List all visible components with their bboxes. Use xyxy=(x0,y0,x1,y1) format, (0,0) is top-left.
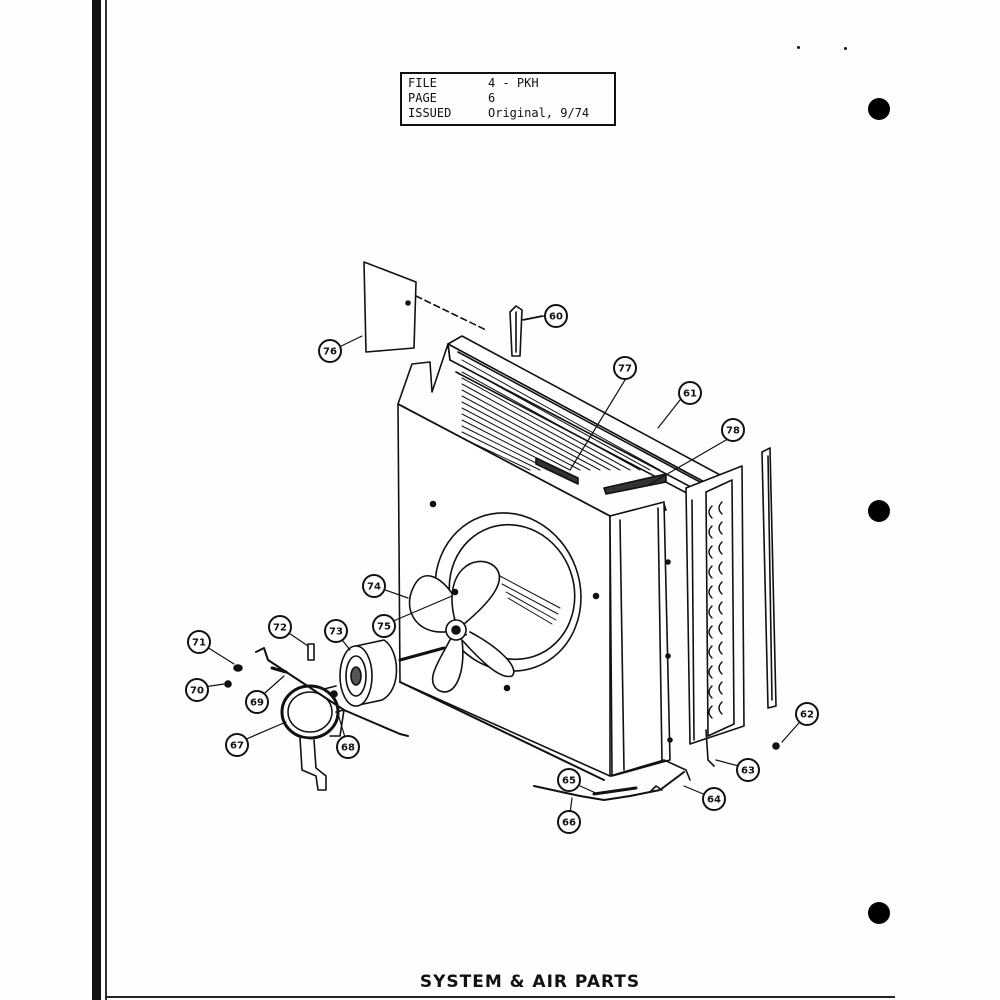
callouts xyxy=(185,304,819,834)
callout-62 xyxy=(795,702,819,726)
callout-74 xyxy=(362,574,386,598)
callout-64 xyxy=(702,787,726,811)
callout-77-label: 77 xyxy=(618,364,632,375)
callout-68 xyxy=(336,735,360,759)
punch-hole-bottom xyxy=(868,902,890,924)
speck xyxy=(797,46,800,49)
page-row: PAGE 6 xyxy=(408,91,614,106)
callout-63-label: 63 xyxy=(741,766,755,777)
callout-71 xyxy=(187,630,211,654)
callout-75-label: 75 xyxy=(377,622,391,633)
issued-value: Original, 9/74 xyxy=(488,106,590,120)
binding-edge xyxy=(92,0,101,1000)
panel-part-76 xyxy=(363,261,487,353)
callout-70-label: 70 xyxy=(190,686,204,697)
callout-61-label: 61 xyxy=(683,389,697,400)
issued-row: ISSUED Original, 9/74 xyxy=(408,106,614,121)
callout-60-top xyxy=(544,304,568,328)
callout-65 xyxy=(557,768,581,792)
motor-mount-67 xyxy=(255,647,409,791)
callout-61 xyxy=(678,381,702,405)
callout-67-label: 67 xyxy=(230,741,244,752)
callout-76-label: 76 xyxy=(323,347,337,358)
binding-edge-line xyxy=(105,0,107,1000)
callout-62-label: 62 xyxy=(800,710,814,721)
callout-73-label: 73 xyxy=(329,627,343,638)
callout-70 xyxy=(185,678,209,702)
base-tubing xyxy=(399,681,780,801)
callout-65-label: 65 xyxy=(562,776,576,787)
bracket-78 xyxy=(603,473,667,495)
callout-64-label: 64 xyxy=(707,795,721,806)
callout-63 xyxy=(736,758,760,782)
page-value: 6 xyxy=(488,91,496,105)
bracket-77 xyxy=(535,457,579,485)
fan-motor-73 xyxy=(319,639,446,707)
file-label: FILE xyxy=(408,76,437,90)
bottom-rule xyxy=(105,996,895,998)
callout-66-label: 66 xyxy=(562,818,576,829)
callout-72-label: 72 xyxy=(273,623,287,634)
callout-60-label: 60 xyxy=(549,312,563,323)
punch-hole-middle xyxy=(868,500,890,522)
callout-77 xyxy=(613,356,637,380)
punch-hole-top xyxy=(868,98,890,120)
rod-part-60 xyxy=(509,305,543,357)
callout-75 xyxy=(372,614,396,638)
callout-73 xyxy=(324,619,348,643)
page-label: PAGE xyxy=(408,91,437,105)
callout-69 xyxy=(245,690,269,714)
callout-66 xyxy=(557,810,581,834)
side-rod xyxy=(761,447,777,709)
fasteners xyxy=(224,643,315,688)
callout-78-label: 78 xyxy=(726,426,740,437)
callout-71-label: 71 xyxy=(192,638,206,649)
callout-67 xyxy=(225,733,249,757)
callout-72 xyxy=(268,615,292,639)
page-title: SYSTEM & AIR PARTS xyxy=(419,972,641,992)
callout-69-label: 69 xyxy=(250,698,264,709)
coil-return-bends xyxy=(685,465,745,745)
callout-68-label: 68 xyxy=(341,743,355,754)
speck xyxy=(844,47,847,50)
issued-label: ISSUED xyxy=(408,106,452,120)
callout-74-label: 74 xyxy=(367,582,381,593)
callout-76 xyxy=(318,339,342,363)
file-row: FILE 4 - PKH xyxy=(408,76,614,91)
file-value: 4 - PKH xyxy=(488,76,539,90)
file-info-box: FILE 4 - PKH PAGE 6 ISSUED Original, 9/7… xyxy=(400,72,616,126)
callout-78 xyxy=(721,418,745,442)
